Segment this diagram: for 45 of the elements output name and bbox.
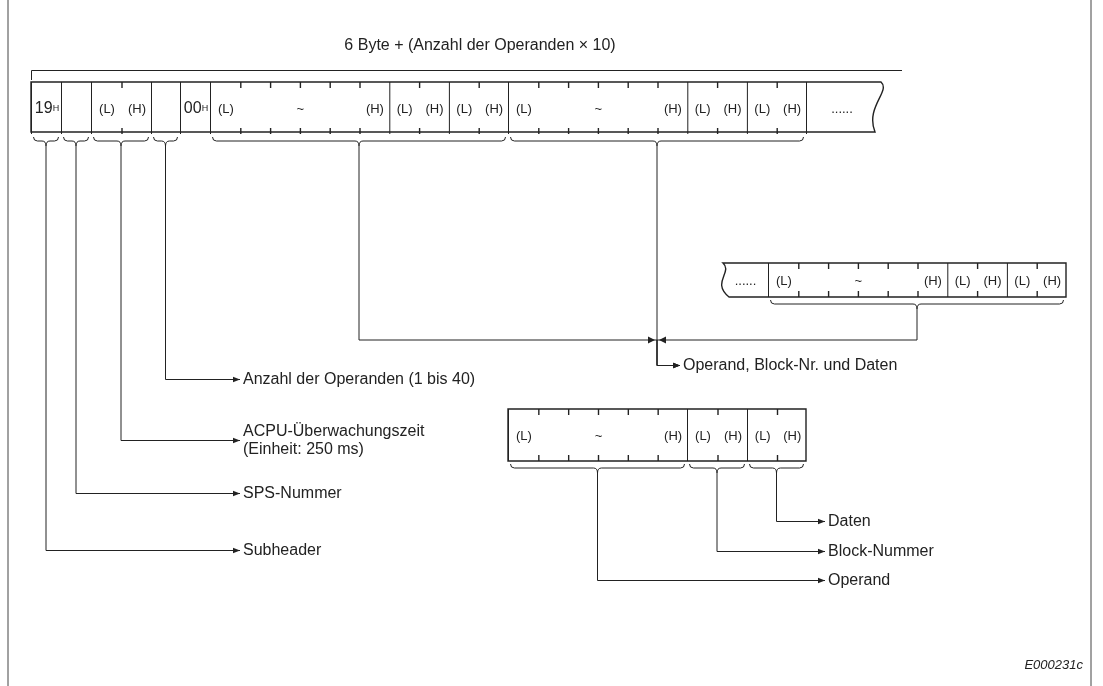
byte-marker: (H): [782, 426, 803, 445]
byte-field: [31, 82, 61, 134]
byte-marker: (L): [753, 99, 772, 118]
field-description: SPS-Nummer: [243, 484, 342, 502]
byte-marker: (L): [694, 426, 712, 445]
byte-marker: (H): [424, 99, 445, 118]
byte-marker: (L): [693, 99, 712, 118]
field-description: Operand: [828, 571, 891, 589]
byte-marker: (H): [126, 99, 147, 118]
byte-marker: (H): [722, 426, 743, 445]
byte-marker: (L): [774, 271, 793, 290]
byte-marker: (L): [514, 426, 533, 445]
field-description: Daten: [828, 512, 871, 530]
byte-marker: (L): [395, 99, 414, 118]
byte-marker: (L): [953, 271, 972, 290]
figure-code: E000231c: [1024, 656, 1083, 674]
byte-marker: (H): [364, 99, 385, 118]
field-description: Operand, Block-Nr. und Daten: [683, 356, 898, 374]
field-description: Subheader: [243, 541, 322, 559]
continuation-dots: ......: [830, 99, 854, 118]
field-description: Anzahl der Operanden (1 bis 40): [243, 370, 476, 388]
byte-marker: (L): [514, 99, 533, 118]
byte-marker: (H): [663, 426, 684, 445]
byte-field: [180, 82, 210, 134]
byte-marker: (L): [753, 426, 772, 445]
byte-marker: (L): [1013, 271, 1032, 290]
byte-marker: (L): [455, 99, 474, 118]
byte-marker: (H): [722, 99, 743, 118]
field-description: ACPU-Überwachungszeit (Einheit: 250 ms): [243, 422, 433, 458]
diagram-title: 6 Byte + (Anzahl der Operanden × 10): [343, 36, 617, 54]
continuation-dots: ......: [733, 271, 758, 290]
byte-marker: (L): [216, 99, 235, 118]
byte-marker: (H): [662, 99, 683, 118]
byte-marker: (L): [98, 99, 116, 118]
byte-marker: (H): [782, 99, 803, 118]
byte-marker: (H): [1042, 271, 1063, 290]
field-description: Block-Nummer: [828, 542, 934, 560]
byte-marker: ~: [593, 99, 604, 118]
data-frame: [508, 409, 806, 461]
byte-marker: (H): [922, 271, 943, 290]
byte-marker: ~: [593, 426, 604, 445]
byte-marker: ~: [295, 99, 306, 118]
byte-marker: ~: [853, 271, 864, 290]
byte-marker: (H): [484, 99, 505, 118]
byte-marker: (H): [982, 271, 1003, 290]
